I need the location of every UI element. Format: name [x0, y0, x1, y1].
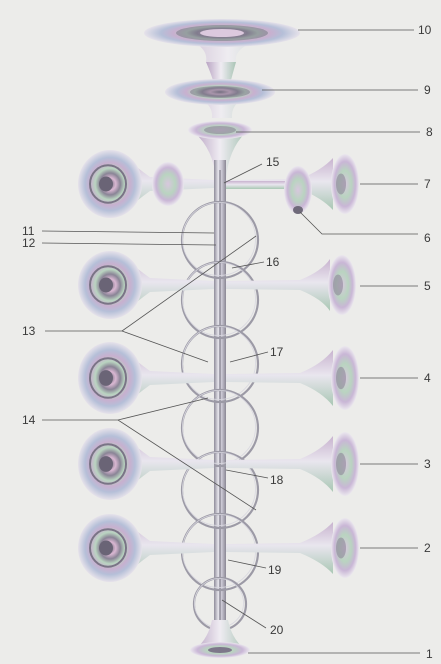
- bowl-9-inner: [190, 86, 250, 98]
- callout-9: 9: [262, 83, 431, 97]
- base-foot-core: [208, 647, 232, 653]
- callout-16: 16: [232, 255, 280, 269]
- callout-12: 12: [22, 236, 216, 250]
- callout-label-6: 6: [424, 231, 431, 245]
- leader-line-17: [230, 352, 268, 362]
- right-bell-core: [333, 275, 343, 296]
- leader-line-12: [42, 243, 216, 245]
- left-bell-core: [99, 456, 113, 472]
- callout-label-2: 2: [424, 541, 431, 555]
- callout-5: 5: [360, 279, 431, 293]
- callout-label-9: 9: [424, 83, 431, 97]
- right-bell-core: [336, 367, 346, 389]
- callout-label-12: 12: [22, 236, 36, 250]
- leader-line-19: [228, 560, 266, 568]
- top-left-bulb: [152, 162, 184, 206]
- callout-6: 6: [300, 212, 431, 245]
- callout-label-20: 20: [270, 623, 284, 637]
- callout-7: 7: [360, 177, 431, 191]
- right-bell-core: [336, 453, 346, 475]
- small-bulb-6-core: [293, 206, 303, 214]
- right-bell-core: [336, 538, 346, 559]
- callout-15: 15: [224, 155, 280, 183]
- callout-label-17: 17: [270, 345, 284, 359]
- callout-8: 8: [236, 125, 433, 139]
- callout-label-18: 18: [270, 473, 284, 487]
- callout-label-1: 1: [426, 647, 433, 661]
- callout-10: 10: [298, 23, 432, 37]
- left-bell-core: [99, 177, 113, 192]
- callout-label-14: 14: [22, 413, 36, 427]
- leader-line-6: [300, 212, 418, 234]
- callout-label-15: 15: [266, 155, 280, 169]
- left-bell-core: [99, 370, 113, 386]
- base-foot: [190, 620, 250, 658]
- callout-2: 2: [360, 541, 431, 555]
- callout-3: 3: [360, 457, 431, 471]
- callout-label-16: 16: [266, 255, 280, 269]
- callout-label-5: 5: [424, 279, 431, 293]
- leader-line-18: [226, 470, 268, 478]
- left-bell-core: [99, 541, 113, 556]
- callout-label-8: 8: [426, 125, 433, 139]
- callout-4: 4: [360, 371, 431, 385]
- bowl-10-core: [200, 29, 244, 37]
- callout-label-13: 13: [22, 324, 36, 338]
- left-bell-core: [99, 278, 113, 293]
- callout-1: 1: [248, 647, 433, 661]
- callout-label-4: 4: [424, 371, 431, 385]
- leader-line-11: [42, 231, 214, 233]
- callout-label-10: 10: [418, 23, 432, 37]
- callout-label-3: 3: [424, 457, 431, 471]
- callout-label-7: 7: [424, 177, 431, 191]
- bowl-8-inner: [204, 126, 236, 134]
- right-bell-core: [336, 174, 346, 195]
- callout-label-19: 19: [268, 563, 282, 577]
